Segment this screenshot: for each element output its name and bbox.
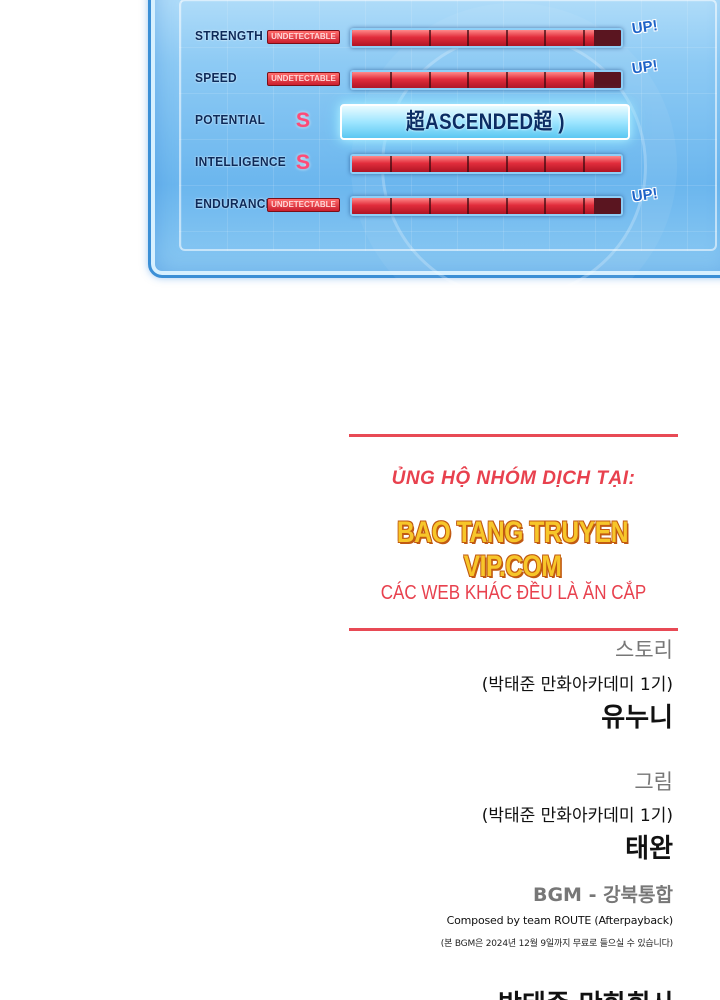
stat-bar-segment — [467, 72, 469, 88]
composed-by: Composed by team ROUTE (Afterpayback) — [446, 914, 674, 927]
stat-bar-segment — [583, 30, 585, 46]
stat-row-strength: STRENGTH UNDETECTABLE — [190, 22, 630, 52]
stat-bar-segment — [429, 198, 431, 214]
undetectable-badge: UNDETECTABLE — [267, 72, 340, 86]
stat-bar-segment — [390, 156, 392, 172]
stat-bar-segment — [390, 30, 392, 46]
stat-bar-segment — [544, 156, 546, 172]
stat-bar-segment — [429, 156, 431, 172]
undetectable-badge: UNDETECTABLE — [267, 198, 340, 212]
stat-name: STRENGTH — [195, 28, 263, 43]
stat-row-endurance: ENDURANCE UNDETECTABLE — [190, 190, 630, 220]
stat-bar — [350, 28, 623, 48]
warning-text: CÁC WEB KHÁC ĐỀU LÀ ĂN CẮP — [380, 582, 647, 604]
stat-bar-segment — [506, 30, 508, 46]
stat-row-speed: SPEED UNDETECTABLE — [190, 64, 630, 94]
stat-bar — [350, 70, 623, 90]
stat-bar-segment — [583, 156, 585, 172]
stat-name: INTELLIGENCE — [195, 154, 287, 169]
grade-badge: S — [295, 151, 310, 174]
stat-name: ENDURANCE — [195, 196, 274, 211]
bgm-note: (본 BGM은 2024년 12월 9일까지 무료로 들으실 수 있습니다) — [440, 939, 673, 949]
stat-bar-segment — [429, 30, 431, 46]
stat-bar-segment — [390, 198, 392, 214]
bgm-credit: BGM - 강북통합 — [532, 884, 673, 906]
stat-bar-segment — [429, 72, 431, 88]
story-person: 유누니 — [601, 703, 673, 733]
stat-bar-fill — [352, 156, 621, 172]
stat-bar — [350, 196, 623, 216]
site-name: BAO TANG TRUYEN VIP.COM — [396, 516, 629, 583]
divider-bottom — [349, 628, 678, 631]
art-academy: (박태준 만화아카데미 1기) — [481, 806, 673, 826]
stat-bar-segment — [506, 156, 508, 172]
stat-row-intelligence: INTELLIGENCE S — [190, 148, 630, 178]
stat-bar-segment — [390, 72, 392, 88]
ascended-label: 超ASCENDED超 ) — [405, 109, 565, 134]
ascended-bar: 超ASCENDED超 ) — [340, 104, 630, 140]
divider-top — [349, 434, 678, 437]
stat-bar-fill — [352, 72, 595, 88]
stat-row-potential: POTENTIAL S 超ASCENDED超 ) — [190, 104, 630, 140]
stat-bar-segment — [467, 198, 469, 214]
stat-name: SPEED — [195, 70, 237, 85]
stat-name: POTENTIAL — [195, 112, 266, 127]
undetectable-badge: UNDETECTABLE — [267, 30, 340, 44]
stat-bar-segment — [583, 72, 585, 88]
stat-bar-segment — [544, 30, 546, 46]
art-person: 태완 — [625, 834, 673, 864]
stat-bar-segment — [544, 72, 546, 88]
stat-panel-area: STRENGTH UNDETECTABLE SPEED UNDETECTABLE… — [0, 0, 720, 325]
stat-bar-segment — [506, 198, 508, 214]
stat-bar — [350, 154, 623, 174]
grade-badge: S — [295, 109, 310, 132]
stat-bar-segment — [506, 72, 508, 88]
support-label: ỦNG HỘ NHÓM DỊCH TẠI: — [391, 468, 636, 489]
art-role: 그림 — [634, 770, 673, 794]
stat-bar-fill — [352, 198, 595, 214]
stat-bar-segment — [467, 156, 469, 172]
stat-bar-segment — [544, 198, 546, 214]
studio-name-cut: 박태준 만화회사 — [498, 984, 675, 1000]
story-role: 스토리 — [615, 638, 673, 662]
stat-bar-fill — [352, 30, 595, 46]
stat-bar-segment — [583, 198, 585, 214]
story-academy: (박태준 만화아카데미 1기) — [481, 675, 673, 695]
stat-bar-segment — [467, 30, 469, 46]
